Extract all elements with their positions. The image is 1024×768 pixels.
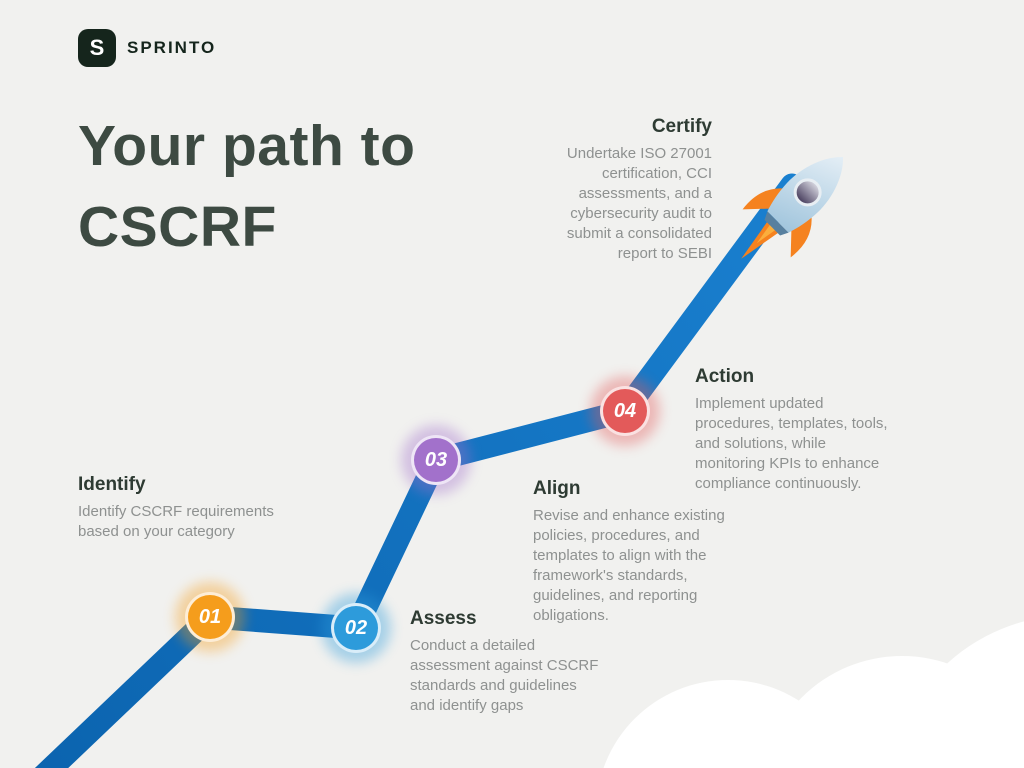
step-align: Align Revise and enhance existing polici… xyxy=(533,478,738,626)
step-title: Action xyxy=(695,366,755,387)
step-number: 02 xyxy=(344,616,368,639)
step-marker-02: 02 xyxy=(316,588,396,668)
marker-circle: 04 xyxy=(600,386,650,436)
step-description: Undertake ISO 27001 certification, CCI a… xyxy=(566,145,712,262)
step-description: Identify CSCRF requirements based on you… xyxy=(78,503,274,540)
step-certify: Certify Undertake ISO 27001 certificatio… xyxy=(549,116,712,264)
journey-path xyxy=(34,173,804,768)
marker-circle: 03 xyxy=(411,435,461,485)
rocket-icon xyxy=(741,156,844,259)
step-action: Action Implement updated procedures, tem… xyxy=(695,366,893,494)
logo-letter: S xyxy=(89,35,105,60)
step-title: Align xyxy=(533,478,581,499)
step-description: Conduct a detailed assessment against CS… xyxy=(410,637,599,714)
brand-name: SPRINTO xyxy=(127,38,217,57)
step-description: Implement updated procedures, templates,… xyxy=(695,395,888,492)
page-title: Your path to CSCRF xyxy=(78,106,415,268)
step-title: Identify xyxy=(78,474,146,495)
step-description: Revise and enhance existing policies, pr… xyxy=(533,507,725,624)
step-number: 04 xyxy=(613,399,637,422)
step-marker-04: 04 xyxy=(585,371,665,451)
step-assess: Assess Conduct a detailed assessment aga… xyxy=(410,608,602,716)
sprinto-logo-icon: S xyxy=(78,29,116,67)
step-identify: Identify Identify CSCRF requirements bas… xyxy=(78,474,278,542)
step-title: Certify xyxy=(651,116,712,137)
title-line-1: Your path to xyxy=(78,114,416,178)
step-marker-01: 01 xyxy=(170,577,250,657)
title-line-2: CSCRF xyxy=(78,195,277,259)
clouds-decoration xyxy=(603,621,1024,768)
step-number: 01 xyxy=(198,605,222,628)
step-title: Assess xyxy=(410,608,477,629)
step-marker-03: 03 xyxy=(396,420,476,500)
marker-circle: 01 xyxy=(185,592,235,642)
marker-circle: 02 xyxy=(331,603,381,653)
step-number: 03 xyxy=(424,448,448,471)
brand-header: S SPRINTO xyxy=(78,29,216,67)
